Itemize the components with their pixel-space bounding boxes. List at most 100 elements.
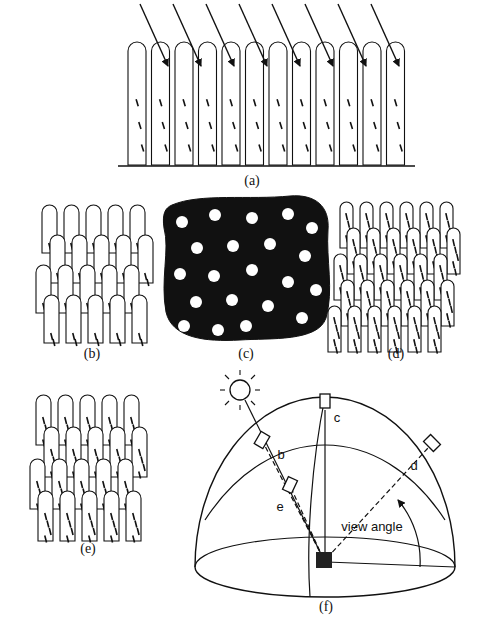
shade-stroke <box>389 299 391 306</box>
shade-stroke <box>434 317 436 324</box>
shade-stroke <box>402 273 404 280</box>
shade-stroke <box>236 144 238 151</box>
shade-stroke <box>111 513 113 520</box>
panel-c-canopy-top <box>163 196 329 341</box>
stem-top <box>262 300 274 312</box>
shade-stroke <box>306 144 308 151</box>
light-arrow <box>173 4 201 66</box>
shade-stroke <box>209 122 211 129</box>
shade-stroke <box>394 317 396 324</box>
base-front <box>195 567 455 597</box>
shade-stroke <box>438 332 440 339</box>
shade-stroke <box>47 521 49 528</box>
light-arrow <box>140 4 168 66</box>
shade-stroke <box>147 279 149 286</box>
shade-stroke <box>277 99 279 106</box>
stem <box>388 306 401 352</box>
shade-stroke <box>386 213 388 220</box>
shade-stroke <box>420 265 422 272</box>
shade-stroke <box>346 213 348 220</box>
shade-stroke <box>356 325 358 332</box>
shade-stroke <box>362 273 364 280</box>
view-line <box>265 446 323 558</box>
shade-stroke <box>371 99 373 106</box>
panel-f-hemisphere <box>195 370 455 597</box>
stem <box>60 491 75 541</box>
stem <box>110 295 125 343</box>
shade-stroke <box>427 291 429 298</box>
shade-stroke <box>230 99 232 106</box>
shade-stroke <box>45 513 47 520</box>
shade-stroke <box>95 449 97 456</box>
stem-top <box>306 222 318 234</box>
shade-stroke <box>409 299 411 306</box>
shade-stroke <box>378 332 380 339</box>
shade-stroke <box>414 317 416 324</box>
shade-stroke <box>51 449 53 456</box>
shade-stroke <box>342 273 344 280</box>
shade-stroke <box>375 247 377 254</box>
shade-stroke <box>330 144 332 151</box>
shade-stroke <box>394 339 396 346</box>
shade-stroke <box>73 449 75 456</box>
shade-stroke <box>117 449 119 456</box>
callout-label: e <box>276 500 283 514</box>
shade-stroke <box>435 247 437 254</box>
stem-top <box>296 312 308 324</box>
shade-stroke <box>448 221 450 228</box>
shade-stroke <box>142 144 144 151</box>
shade-stroke <box>387 291 389 298</box>
shade-stroke <box>360 265 362 272</box>
light-arrow <box>206 4 234 66</box>
shade-stroke <box>103 481 105 488</box>
shade-stroke <box>336 325 338 332</box>
stem-top <box>264 238 276 250</box>
stem <box>269 42 287 165</box>
shade-stroke <box>135 521 137 528</box>
shade-stroke <box>396 325 398 332</box>
shade-stroke <box>354 317 356 324</box>
stem-top <box>299 250 311 262</box>
shade-stroke <box>280 122 282 129</box>
shade-stroke <box>455 269 457 276</box>
shade-stroke <box>350 122 352 129</box>
shade-stroke <box>139 122 141 129</box>
stem <box>441 280 454 326</box>
shade-stroke <box>447 291 449 298</box>
shade-stroke <box>334 339 336 346</box>
shade-stroke <box>374 339 376 346</box>
shade-stroke <box>348 221 350 228</box>
shade-stroke <box>43 417 45 424</box>
shade-stroke <box>398 332 400 339</box>
shade-stroke <box>119 339 121 346</box>
shade-stroke <box>233 122 235 129</box>
shade-stroke <box>457 254 459 261</box>
view-line <box>324 410 325 558</box>
panel-label: (e) <box>80 541 96 556</box>
stem-top <box>282 276 294 288</box>
shade-stroke <box>451 306 453 313</box>
shade-stroke <box>446 213 448 220</box>
view-line <box>292 490 323 558</box>
shade-stroke <box>440 265 442 272</box>
stem-top <box>191 242 203 254</box>
stem <box>428 306 441 352</box>
shade-stroke <box>324 99 326 106</box>
shade-stroke <box>133 536 135 543</box>
light-arrow <box>272 4 300 66</box>
shade-stroke <box>117 333 119 340</box>
stem-top <box>246 264 258 276</box>
canopy-top-view <box>163 196 329 341</box>
shade-stroke <box>133 513 135 520</box>
shade-stroke <box>73 333 75 340</box>
callout-label: d <box>410 459 417 473</box>
shade-stroke <box>254 99 256 106</box>
shade-stroke <box>433 239 435 246</box>
shade-stroke <box>395 99 397 106</box>
shade-stroke <box>301 99 303 106</box>
stem <box>316 42 334 165</box>
shade-stroke <box>283 144 285 151</box>
stem <box>447 228 460 274</box>
shade-stroke <box>400 144 402 151</box>
shade-stroke <box>373 239 375 246</box>
